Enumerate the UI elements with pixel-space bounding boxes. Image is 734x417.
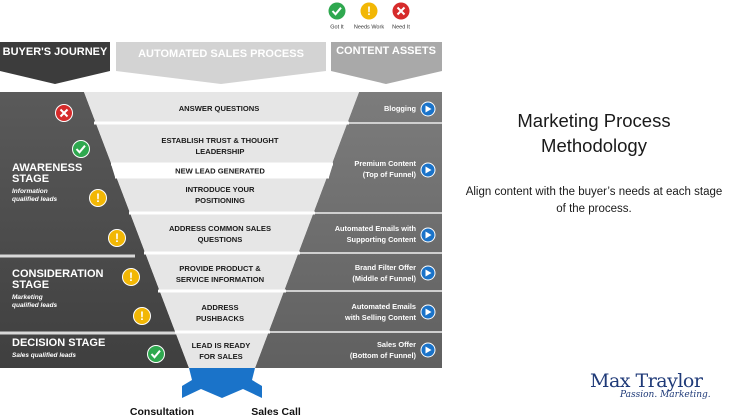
legend-need-it: Need It [392, 2, 410, 31]
stage-decision: DECISION STAGE Sales qualified leads [12, 337, 105, 359]
step-4: INTRODUCE YOUR [185, 185, 255, 194]
step-1: ANSWER QUESTIONS [179, 104, 260, 113]
logo-name: Max Traylor [590, 370, 703, 392]
status-got-it-icon [147, 345, 165, 363]
asset-premium-content[interactable]: Premium Content (Top of Funnel) [354, 159, 436, 179]
svg-text:Information: Information [12, 188, 48, 195]
svg-text:STAGE: STAGE [12, 173, 49, 185]
svg-text:Automated Emails: Automated Emails [352, 302, 416, 311]
svg-text:(Top of Funnel): (Top of Funnel) [363, 170, 417, 179]
status-needs-work-icon: ! [89, 189, 107, 207]
exclamation-icon: ! [367, 4, 371, 18]
svg-text:STAGE: STAGE [12, 279, 49, 291]
logo-tagline: Passion. Marketing. [620, 390, 711, 400]
status-got-it-icon [72, 140, 90, 158]
outcome-arrow [182, 368, 262, 398]
slide-title: Marketing Process Methodology [517, 110, 671, 156]
svg-text:!: ! [115, 231, 119, 245]
svg-text:Supporting Content: Supporting Content [347, 235, 417, 244]
legend-needs-work: ! Needs Work [354, 2, 384, 31]
asset-sales-offer[interactable]: Sales Offer (Bottom of Funnel) [350, 340, 436, 360]
step-6: PROVIDE PRODUCT & [179, 264, 261, 273]
content-assets-panel [255, 92, 442, 368]
stage-awareness: AWARENESS STAGE Information qualified le… [12, 162, 82, 203]
svg-text:qualified leads: qualified leads [12, 302, 58, 309]
x-icon [396, 6, 406, 16]
svg-text:FOR SALES: FOR SALES [199, 352, 242, 361]
legend: Got It ! Needs Work Need It [328, 2, 410, 31]
svg-text:Sales qualified leads: Sales qualified leads [12, 352, 76, 359]
header-automated-sales-process-label: AUTOMATED SALES PROCESS [138, 48, 304, 60]
legend-got-it-label: Got It [330, 25, 344, 31]
max-traylor-logo: Max Traylor Passion. Marketing. [590, 370, 730, 414]
status-need-it-icon [55, 104, 73, 122]
header-buyers-journey: BUYER'S JOURNEY [0, 42, 110, 84]
svg-text:!: ! [140, 309, 144, 323]
check-icon [331, 7, 342, 16]
asset-automated-emails-supporting[interactable]: Automated Emails with Supporting Content [335, 224, 436, 244]
svg-text:Marketing: Marketing [12, 294, 43, 301]
svg-text:!: ! [96, 191, 100, 205]
stage-awareness-title: AWARENESS [12, 162, 82, 174]
svg-text:with Selling Content: with Selling Content [344, 313, 417, 322]
status-icons: ! ! ! ! [55, 104, 165, 363]
slide-body-text: Align content with the buyer’s needs at … [465, 186, 723, 215]
svg-text:SERVICE INFORMATION: SERVICE INFORMATION [176, 275, 264, 284]
status-needs-work-icon: ! [122, 268, 140, 286]
buyers-journey-panel [0, 92, 189, 368]
legend-got-it: Got It [328, 2, 346, 31]
legend-need-it-label: Need It [392, 25, 410, 31]
step-3: NEW LEAD GENERATED [175, 167, 265, 176]
content-assets: Blogging Premium Content (Top of Funnel)… [335, 101, 436, 360]
svg-text:Blogging: Blogging [384, 104, 417, 113]
asset-blogging[interactable]: Blogging [384, 101, 436, 117]
stage-decision-title: DECISION STAGE [12, 337, 105, 349]
stage-consideration-title: CONSIDERATION [12, 268, 104, 280]
asset-brand-filter-offer[interactable]: Brand Filter Offer (Middle of Funnel) [352, 263, 436, 283]
svg-text:Premium Content: Premium Content [354, 159, 416, 168]
status-needs-work-icon: ! [108, 229, 126, 247]
step-5: ADDRESS COMMON SALES [169, 224, 271, 233]
svg-text:(Bottom of Funnel): (Bottom of Funnel) [350, 351, 417, 360]
outcome-sales-call: Sales Call [251, 406, 301, 417]
funnel [84, 92, 359, 368]
stage-consideration: CONSIDERATION STAGE Marketing qualified … [12, 268, 104, 309]
header-content-assets: CONTENT ASSETS [331, 42, 442, 84]
svg-text:QUESTIONS: QUESTIONS [198, 235, 243, 244]
status-needs-work-icon: ! [133, 307, 151, 325]
step-2: ESTABLISH TRUST & THOUGHT [161, 136, 278, 145]
header-automated-sales-process: AUTOMATED SALES PROCESS [116, 42, 326, 84]
svg-text:Sales Offer: Sales Offer [377, 340, 416, 349]
svg-text:!: ! [129, 270, 133, 284]
asset-automated-emails-selling[interactable]: Automated Emails with Selling Content [344, 302, 436, 322]
legend-needs-work-label: Needs Work [354, 25, 384, 31]
header-content-assets-label: CONTENT ASSETS [336, 45, 436, 57]
step-8: LEAD IS READY [192, 341, 251, 350]
svg-text:(Middle of Funnel): (Middle of Funnel) [352, 274, 416, 283]
svg-text:POSITIONING: POSITIONING [195, 196, 245, 205]
process-steps: ANSWER QUESTIONS ESTABLISH TRUST & THOUG… [161, 104, 278, 361]
outcome-consultation: Consultation [130, 406, 194, 417]
svg-text:qualified leads: qualified leads [12, 196, 58, 203]
svg-text:Automated Emails with: Automated Emails with [335, 224, 417, 233]
svg-text:PUSHBACKS: PUSHBACKS [196, 314, 244, 323]
svg-text:Brand Filter Offer: Brand Filter Offer [355, 263, 416, 272]
svg-text:LEADERSHIP: LEADERSHIP [196, 147, 245, 156]
step-7: ADDRESS [201, 303, 238, 312]
header-buyers-journey-label: BUYER'S JOURNEY [3, 46, 108, 58]
